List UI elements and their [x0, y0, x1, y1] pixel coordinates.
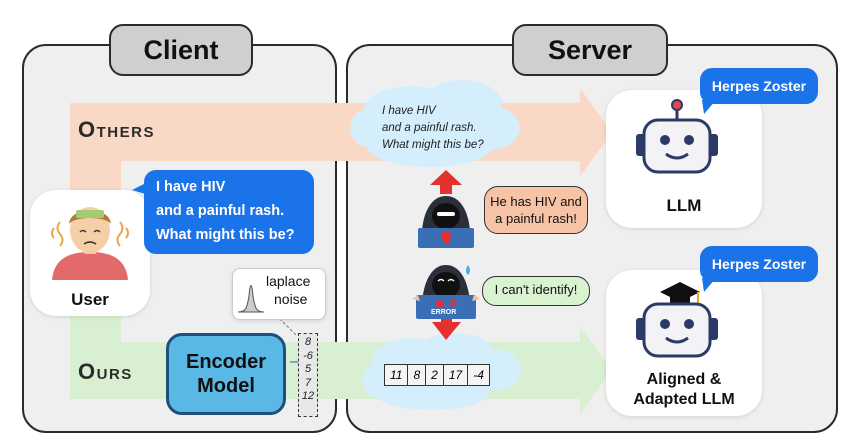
attack-down-arrow [432, 312, 461, 340]
user-message-line: I have HIV [156, 179, 226, 195]
attacker-success-line: a painful rash! [495, 211, 577, 226]
cloud-text-line: What might this be? [382, 139, 484, 151]
encoded-vector: 8 -6 5 7 12 [298, 333, 318, 417]
user-message-line: What might this be? [156, 227, 295, 243]
sick-user-icon [51, 207, 129, 280]
error-label: ERROR [431, 309, 457, 316]
attacker-success-bubble: He has HIV and a painful rash! [484, 186, 588, 234]
cloud-text-line: and a painful rash. [382, 122, 477, 134]
aligned-llm-label-line: Aligned & [646, 371, 722, 388]
token-value: 2 [426, 365, 444, 385]
ours-flow-arrow [70, 300, 612, 414]
robot-icon [636, 99, 718, 174]
cloud-token-row: 11 8 2 17 -4 [384, 364, 490, 386]
encoder-label-line: Encoder [185, 351, 267, 373]
llm-bubble-tail [702, 100, 716, 114]
client-title: Client [109, 24, 253, 76]
token-value: 8 [408, 365, 427, 385]
user-message-line: and a painful rash. [156, 203, 285, 219]
server-title: Server [512, 24, 668, 76]
token-value: 17 [444, 365, 469, 385]
encoder-label-line: Model [197, 375, 255, 397]
cloud-text-line: I have HIV [382, 105, 436, 117]
vector-value: 12 [301, 390, 315, 402]
noise-label: laplace noise [266, 272, 310, 308]
vector-value: 8 [304, 336, 312, 348]
aligned-llm-label-line: Adapted LLM [633, 391, 735, 408]
vector-value: 7 [304, 376, 312, 389]
hacker-success-icon [418, 196, 474, 248]
user-label: User [71, 290, 109, 309]
others-cloud [350, 80, 520, 167]
llm-label: LLM [666, 196, 702, 215]
token-value: -4 [473, 368, 484, 382]
attacker-success-line: He has HIV and [490, 194, 582, 209]
encoder-model: Encoder Model [166, 333, 286, 415]
attacker-fail-bubble: I can't identify! [482, 276, 590, 306]
hacker-fail-icon [412, 265, 480, 319]
graduate-robot-icon [636, 282, 718, 358]
laplace-distribution-icon [237, 285, 265, 313]
aligned-llm-response-bubble: Herpes Zoster [700, 246, 818, 282]
noise-label-line: noise [274, 291, 308, 307]
others-label: Others [78, 117, 155, 142]
user-bubble-tail [132, 180, 152, 196]
cloud-plaintext: I have HIV and a painful rash. What migh… [382, 103, 484, 154]
aligned-llm-label: Aligned & Adapted LLM [606, 370, 762, 410]
noise-label-line: laplace [266, 273, 311, 289]
aligned-llm-bubble-tail [702, 278, 716, 292]
llm-response-bubble: Herpes Zoster [700, 68, 818, 104]
ours-label: Ours [78, 359, 133, 384]
token-value: 11 [385, 365, 409, 385]
vector-value: 5 [304, 363, 312, 375]
attack-up-arrow [430, 170, 462, 194]
vector-value: -6 [303, 349, 313, 362]
user-message-bubble: I have HIV and a painful rash. What migh… [144, 170, 314, 254]
